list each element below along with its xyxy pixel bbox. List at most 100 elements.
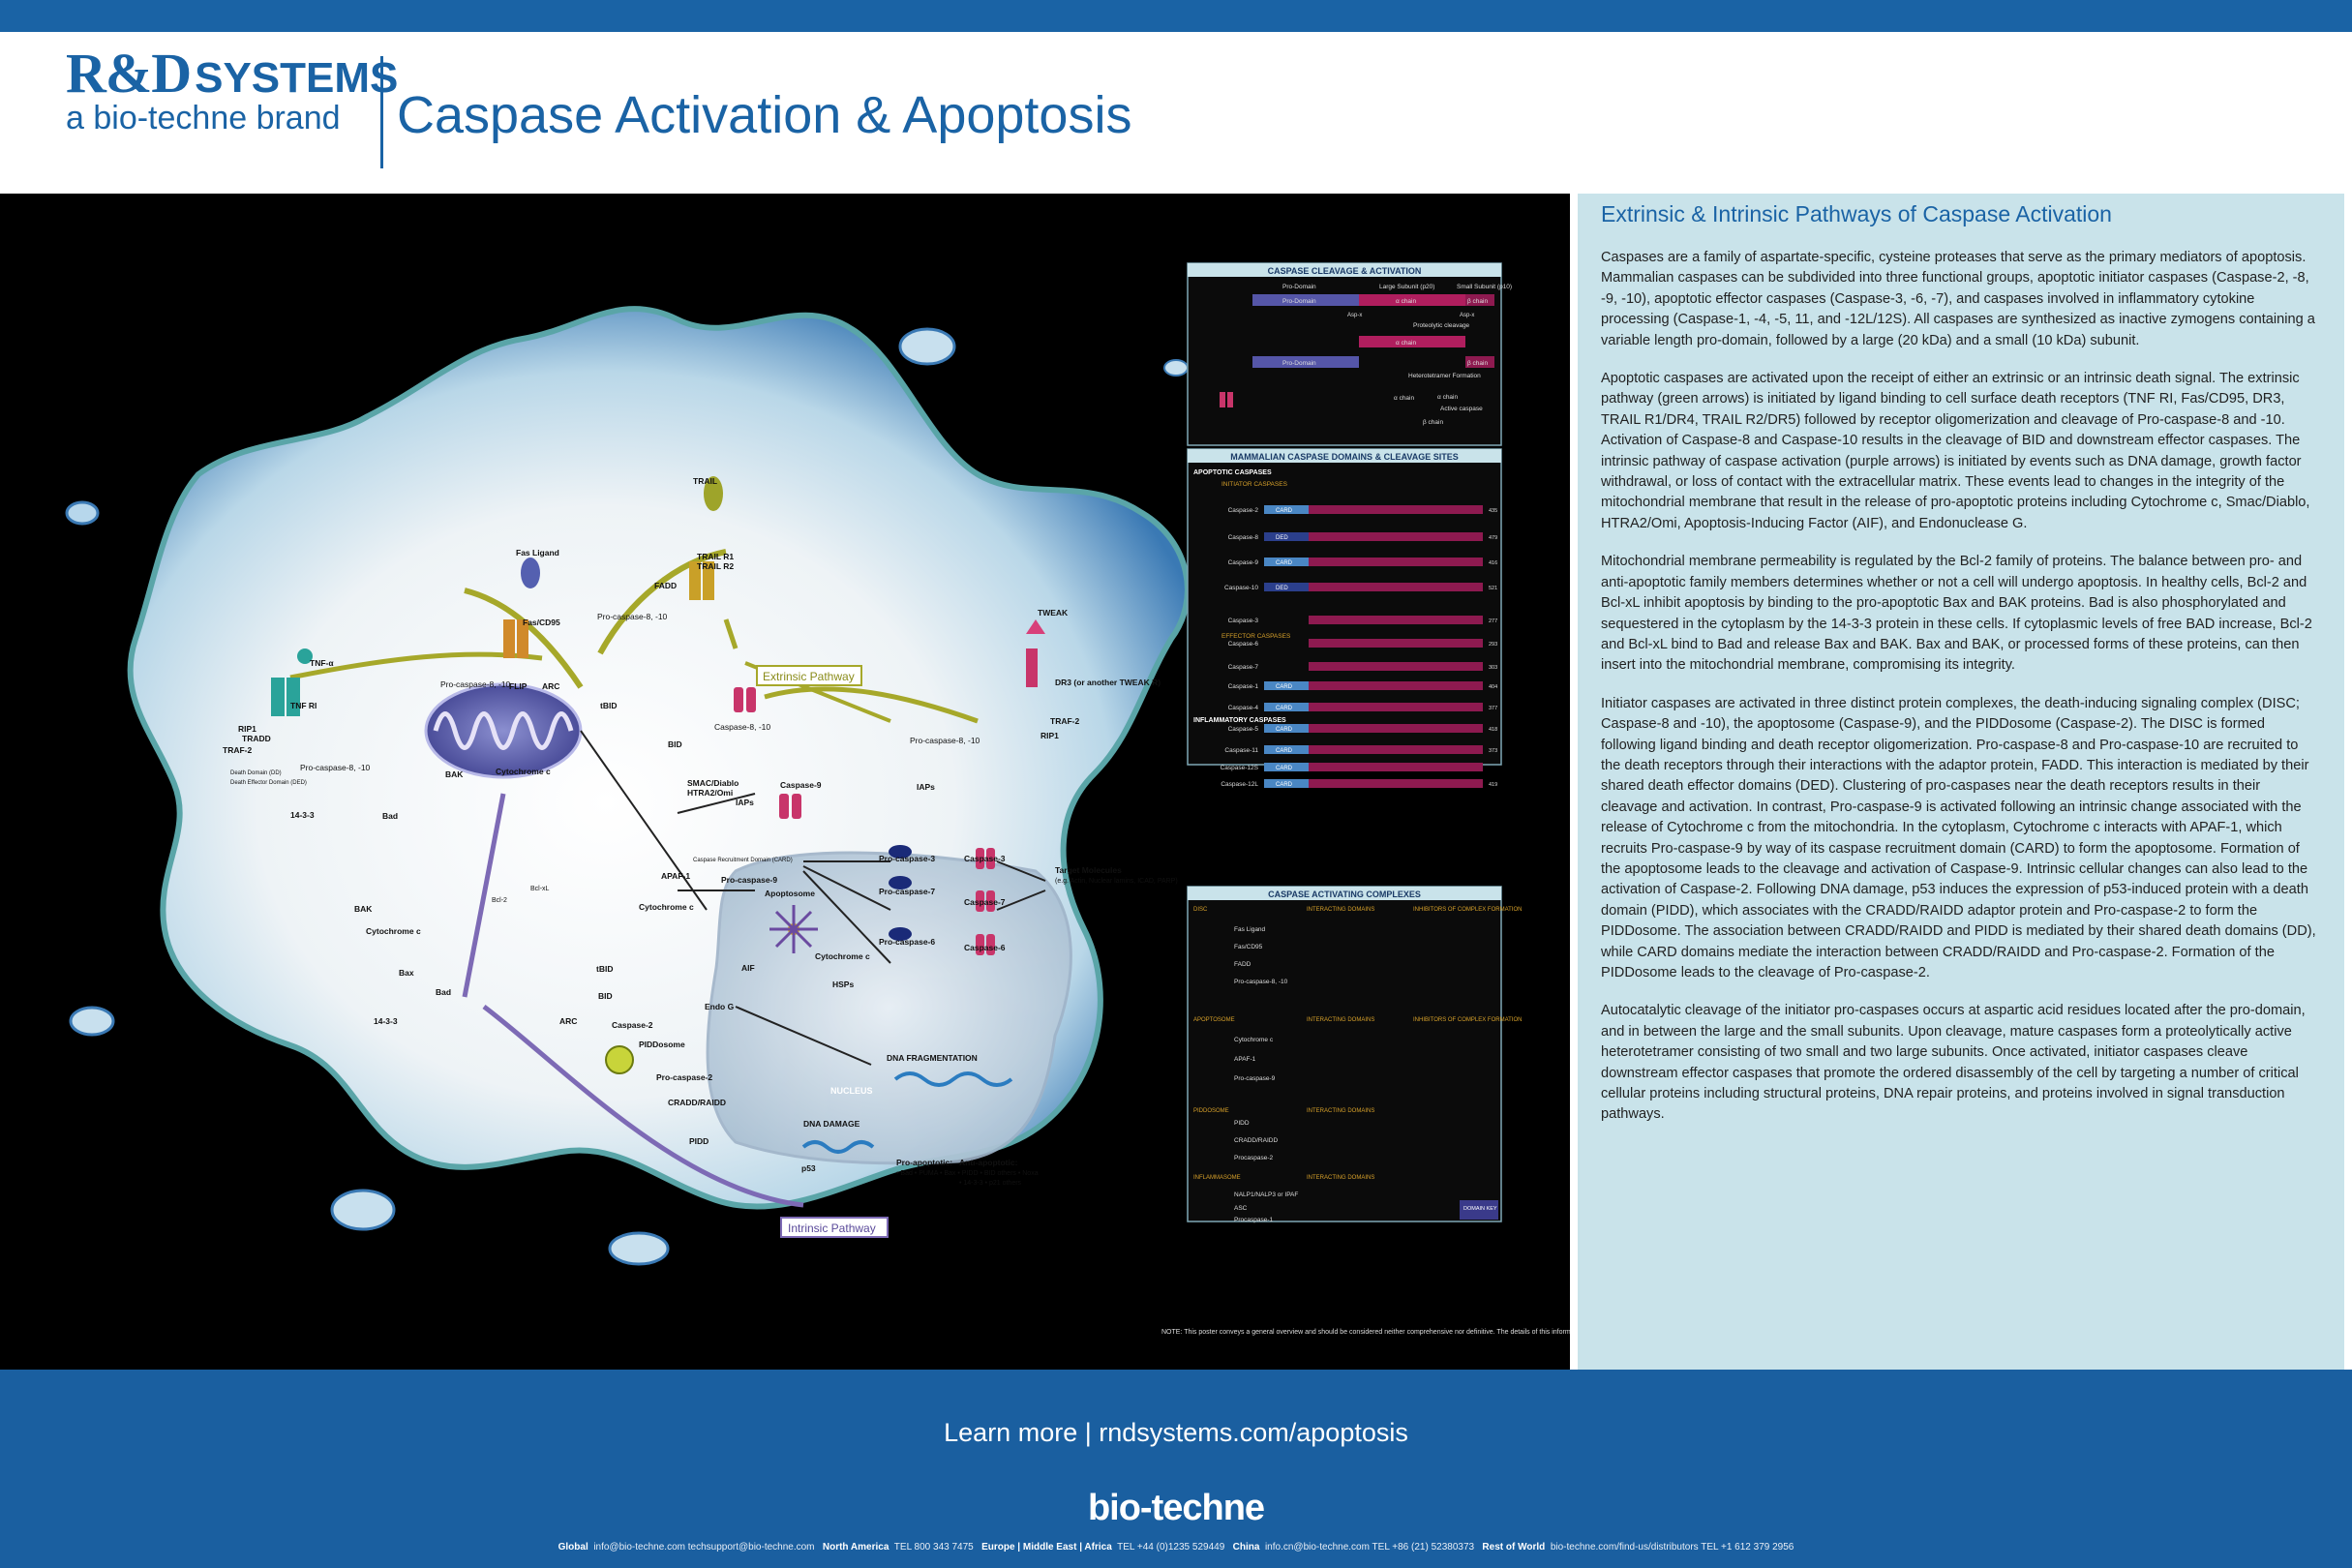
pathway-diagram: NUCLEUS [0,194,1570,1370]
domain-row-bar [1309,616,1483,624]
label-death-domain: Death Domain (DD) [230,770,282,776]
label-apaf1: APAF-1 [661,871,690,881]
apo-row: Cytochrome c [1234,1037,1274,1043]
label-tweak: TWEAK [1038,608,1069,618]
caspase-6-icon [986,934,995,955]
label-aif: AIF [741,963,755,973]
extrinsic-pathway-label: Extrinsic Pathway [763,670,855,683]
domain-row-prodomain [1264,505,1309,514]
infl-row: NALP1/NALP3 or IPAF [1234,1191,1298,1198]
section-effector: EFFECTOR CASPASES [1221,633,1291,640]
complexes-panel [1187,886,1502,1222]
label-pro-caspase-9: Pro-caspase-9 [721,875,777,885]
apo-row: Pro-caspase-9 [1234,1075,1276,1082]
label-tnfr: TNF RI [290,701,317,710]
extrinsic-arrow [597,549,727,655]
extrinsic-arrow [723,618,739,649]
label-pro-caspase-6: Pro-caspase-6 [879,937,935,947]
pro-caspase-3-icon [889,845,912,859]
label-bid2: BID [598,991,613,1001]
footer: Learn more | rndsystems.com/apoptosis bi… [0,1370,2352,1568]
label-pro-caspase-2: Pro-caspase-2 [656,1072,712,1082]
domain-row-end: 277 [1489,618,1497,624]
beta-chain-bar [1465,294,1494,306]
alpha-label-2: α chain [1396,340,1416,347]
learn-more-link[interactable]: Learn more | rndsystems.com/apoptosis [944,1418,1408,1447]
complex-section-labels: DISC APOPTOSOME PIDDOSOME INFLAMMASOME I… [1193,907,1522,1181]
caspase-9-icon [779,794,789,819]
alpha-label-4: α chain [1437,394,1458,401]
tnf-receptor [271,678,300,716]
label-flip: FLIP [509,681,528,691]
disc-interacting: INTERACTING DOMAINS [1307,907,1374,913]
domain-row-name: Caspase-7 [1228,664,1259,671]
logo-subtitle: a bio-techne brand [66,100,341,136]
extrinsic-arrow [764,686,979,724]
label-arc2: ARC [559,1016,577,1026]
domain-row-prodomain [1264,703,1309,711]
domain-row-prodomain [1264,745,1309,754]
label-targets: Target Molecules [1055,865,1122,875]
domain-row-prodomain [1264,724,1309,733]
complexes-panel-header [1188,887,1501,900]
label-pro-caspase-8: Pro-caspase-8, -10 [597,612,668,621]
domain-row-name: Caspase-8 [1228,534,1259,541]
intrinsic-arrow [462,793,506,998]
domain-row-name: Caspase-9 [1228,559,1259,566]
label-dna-frag: DNA FRAGMENTATION [887,1053,978,1063]
signal-arrow [735,1006,872,1066]
label-bcl2: Bcl-2 [492,897,507,904]
alpha-chain-bar-2 [1359,336,1465,347]
domain-key-label: DOMAIN KEY [1463,1206,1497,1212]
label-cradd: CRADD/RAIDD [668,1098,726,1107]
paragraph: Initiator caspases are activated in thre… [1601,695,2316,980]
domain-row-name: Caspase-12L [1221,781,1258,788]
label-caspase-3: Caspase-3 [964,854,1006,863]
domain-row-domain: CARD [1276,748,1293,754]
domain-row-domain: CARD [1276,766,1293,771]
label-fas-ligand: Fas Ligand [516,548,559,558]
label-apoptosome: Apoptosome [765,889,815,898]
label-fadd: FADD [654,581,677,590]
fas-receptor [503,619,528,658]
infl-row: Procaspase-1 [1234,1217,1273,1223]
signal-arrow [996,860,1046,882]
label-anti-list: • 14-3-3 • p21 others [959,1180,1022,1187]
label-pro-caspase-7: Pro-caspase-7 [879,887,935,896]
domain-row-end: 404 [1489,684,1497,690]
prodomain-bar-2 [1252,356,1359,368]
label-bclxl: Bcl-xL [530,886,550,892]
bio-techne-logo: bio-techne [1087,1488,1265,1528]
domain-row-prodomain [1264,779,1309,788]
section-apoptosome: APOPTOSOME [1193,1017,1235,1023]
label-iaps2: IAPs [917,782,935,792]
label-rip1b: RIP1 [1040,731,1059,740]
caspase-6-icon [976,934,984,955]
label-caspase-6: Caspase-6 [964,943,1006,952]
disc-row: FADD [1234,961,1251,968]
cell-fragment [1163,359,1189,377]
label-dr3: DR3 (or another TWEAK R) [1055,678,1161,687]
label-cytochrome-c: Cytochrome c [496,767,551,776]
label-pro-caspase-8c: Pro-caspase-8, -10 [300,763,371,772]
label-pro-apoptotic: Pro-apoptotic: [896,1158,952,1167]
logo-rd: R&D [66,42,192,105]
dna-icon [801,1071,1013,1154]
label-bid: BID [668,739,682,749]
label-caspase-9: Caspase-9 [780,780,822,790]
cell-fragment [69,1006,115,1037]
complexes-panel-title: CASPASE ACTIVATING COMPLEXES [1268,890,1421,899]
section-inflammasome: INFLAMMASOME [1193,1175,1241,1181]
caspase-3-icon [986,848,995,869]
nucleus [706,851,1072,1165]
aspx-label-2: Asp-x [1460,313,1474,318]
domain-row-end: 416 [1489,560,1497,566]
domain-row-bar [1309,745,1483,754]
label-fas: Fas/CD95 [523,618,560,627]
caspase-icon-legend [1227,392,1233,407]
proteolytic-label: Proteolytic cleavage [1413,322,1470,329]
label-caspase-2: Caspase-2 [612,1020,653,1030]
domain-row-end: 435 [1489,508,1497,514]
cleavage-col-large: Large Subunit (p20) [1379,284,1434,290]
section-disc: DISC [1193,907,1208,913]
